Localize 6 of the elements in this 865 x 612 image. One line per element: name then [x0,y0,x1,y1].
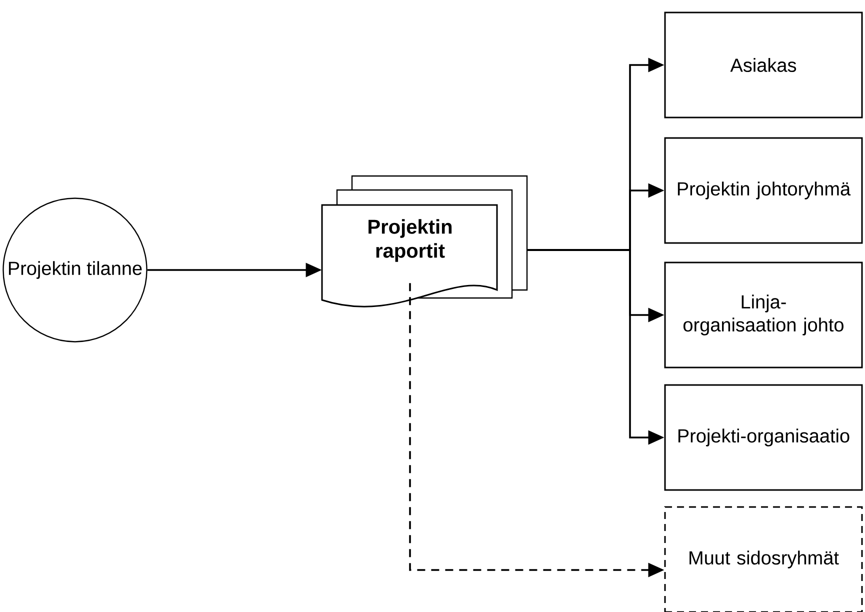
group-box: Projektin johtoryhmä [664,137,863,244]
group-box: Muut sidosryhmät [664,506,863,612]
document-stack: Projektin raportit [321,175,528,308]
group-box: Projekti-organisaatio [664,384,863,491]
group-box: Linja-organisaation johto [664,262,863,368]
group-box: Asiakas [664,12,863,118]
